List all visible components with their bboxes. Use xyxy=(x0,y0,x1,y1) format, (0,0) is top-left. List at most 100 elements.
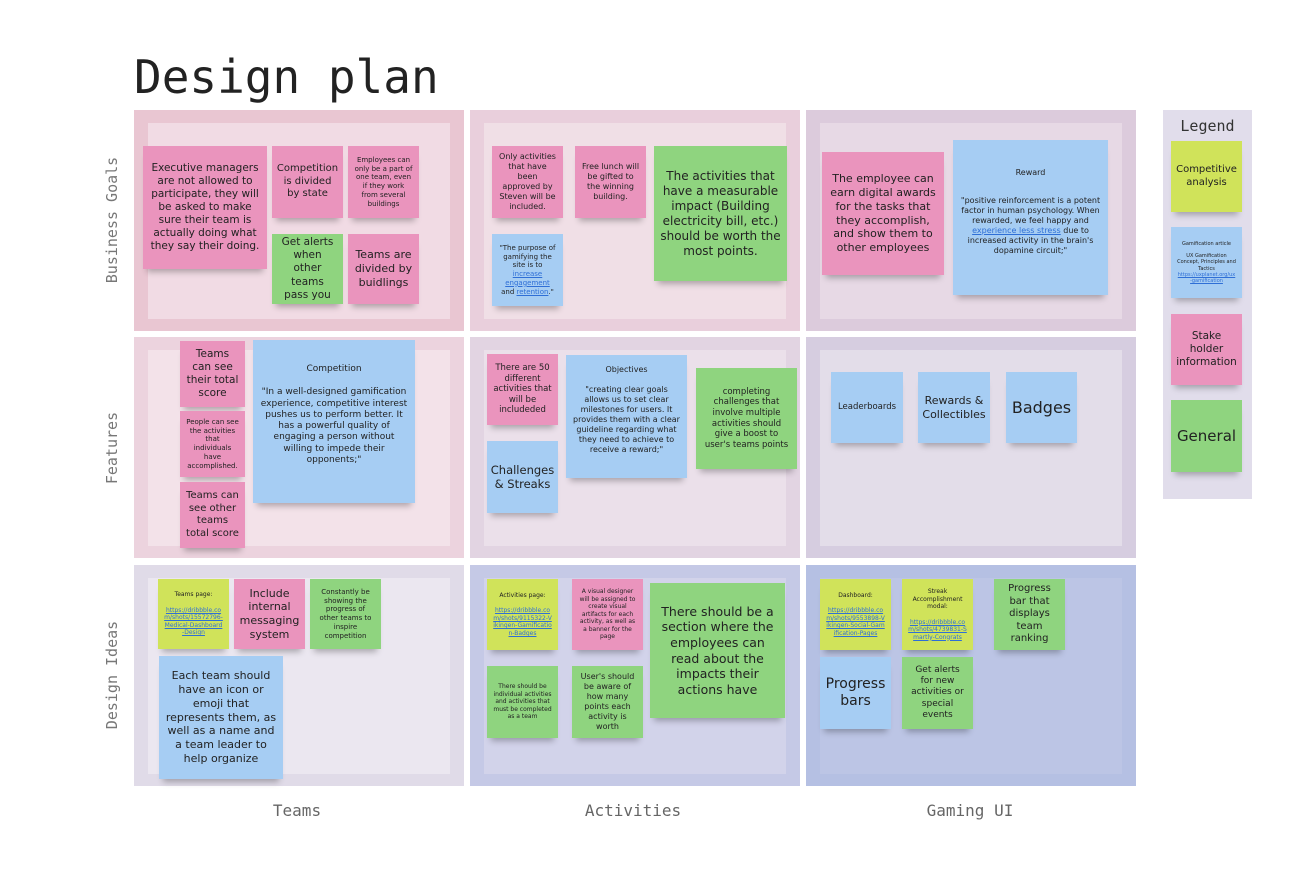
sticky-note[interactable]: Each team should have an icon or emoji t… xyxy=(159,656,283,779)
sticky-note[interactable]: Get alerts for new activities or special… xyxy=(902,657,973,729)
note-link[interactable]: https://dribbble.com/shots/4739831-Smart… xyxy=(908,618,967,641)
note-text: The activities that have a measurable im… xyxy=(660,168,781,258)
sticky-note[interactable]: The activities that have a measurable im… xyxy=(654,146,787,281)
sticky-note[interactable]: Challenges & Streaks xyxy=(487,441,558,513)
sticky-note[interactable]: There should be individual activities an… xyxy=(487,666,558,738)
column-label-activities: Activities xyxy=(584,801,682,820)
note-link[interactable]: experience less stress xyxy=(972,226,1061,235)
note-text: Competitive analysis xyxy=(1176,164,1237,188)
sticky-note[interactable]: Constantly be showing the progress of ot… xyxy=(310,579,381,649)
legend-item-article[interactable]: Gamification article UX Gamification Con… xyxy=(1171,227,1242,298)
note-text-part: and xyxy=(501,287,517,296)
note-text: Get alerts when other teams pass you xyxy=(281,236,334,301)
note-text: UX Gamification Concept, Principles and … xyxy=(1177,253,1236,272)
note-text: Free lunch will be gifted to the winning… xyxy=(581,162,640,201)
note-heading: Streak Accomplishment modal: xyxy=(912,588,963,610)
note-text: There should be individual activities an… xyxy=(493,683,552,721)
legend-item-general[interactable]: General xyxy=(1171,400,1242,472)
sticky-note[interactable]: Rewards & Collectibles xyxy=(918,372,990,443)
note-text: Constantly be showing the progress of ot… xyxy=(319,587,372,640)
sticky-note[interactable]: "The purpose of gamifying the site is to… xyxy=(492,234,563,306)
note-text: Teams can see their total score xyxy=(186,347,239,400)
note-heading: Teams page: xyxy=(174,591,213,599)
note-text: User's should be aware of how many point… xyxy=(580,672,635,731)
sticky-note[interactable]: Objectives "creating clear goals allows … xyxy=(566,355,687,478)
note-text: General xyxy=(1176,426,1237,445)
note-link[interactable]: https://dribbble.com/shots/9115322-Vikin… xyxy=(493,607,552,637)
note-text: Executive managers are not allowed to pa… xyxy=(150,161,260,253)
note-heading: Competition xyxy=(306,364,362,374)
note-text: Include internal messaging system xyxy=(239,586,300,641)
sticky-note[interactable]: Employees can only be a part of one team… xyxy=(348,146,419,218)
note-text: Progress bars xyxy=(825,675,886,710)
note-text: People can see the activities that indiv… xyxy=(186,417,239,470)
legend-item-stakeholder[interactable]: Stake holder information xyxy=(1171,314,1242,385)
sticky-note[interactable]: Dashboard: https://dribbble.com/shots/95… xyxy=(820,579,891,650)
sticky-note[interactable]: Competition "In a well-designed gamifica… xyxy=(253,340,415,503)
sticky-note[interactable]: Activities page: https://dribbble.com/sh… xyxy=(487,579,558,650)
row-label-design-ideas: Design Ideas xyxy=(103,620,121,730)
sticky-note[interactable]: A visual designer will be assigned to cr… xyxy=(572,579,643,650)
sticky-note[interactable]: The employee can earn digital awards for… xyxy=(822,152,944,275)
sticky-note[interactable]: Competition is divided by state xyxy=(272,146,343,218)
note-text: The employee can earn digital awards for… xyxy=(830,172,936,254)
sticky-note[interactable]: Badges xyxy=(1006,372,1077,443)
sticky-note[interactable]: Progress bars xyxy=(820,657,891,729)
sticky-note[interactable]: There are 50 different activities that w… xyxy=(487,354,558,425)
note-link[interactable]: https://uxplanet.org/ux-gamification xyxy=(1177,271,1236,284)
column-label-teams: Teams xyxy=(272,801,322,820)
sticky-note[interactable]: Teams can see other teams total score xyxy=(180,482,245,548)
sticky-note[interactable]: completing challenges that involve multi… xyxy=(696,368,797,469)
sticky-note[interactable]: Leaderboards xyxy=(831,372,903,443)
note-text: Each team should have an icon or emoji t… xyxy=(165,669,277,765)
cell-features-gaming xyxy=(806,337,1136,558)
note-text: "creating clear goals allows us to set c… xyxy=(573,385,680,454)
note-text: Progress bar that displays team ranking xyxy=(1008,583,1051,645)
note-text: Teams can see other teams total score xyxy=(186,490,239,539)
note-text-part: "The purpose of gamifying the site is to xyxy=(499,243,556,270)
sticky-note[interactable]: Executive managers are not allowed to pa… xyxy=(143,146,267,269)
note-link[interactable]: retention xyxy=(516,287,549,296)
note-text: Stake holder information xyxy=(1176,329,1237,369)
note-heading: Objectives xyxy=(605,365,648,374)
sticky-note[interactable]: People can see the activities that indiv… xyxy=(180,411,245,477)
sticky-note[interactable]: Teams can see their total score xyxy=(180,341,245,407)
sticky-note[interactable]: Streak Accomplishment modal: https://dri… xyxy=(902,579,973,650)
sticky-note[interactable]: Teams page: https://dribbble.com/shots/1… xyxy=(158,579,229,649)
note-text: A visual designer will be assigned to cr… xyxy=(579,588,636,641)
legend-item-competitive-analysis[interactable]: Competitive analysis xyxy=(1171,141,1242,212)
note-text: There are 50 different activities that w… xyxy=(493,362,552,416)
page-title: Design plan xyxy=(134,50,439,104)
sticky-note[interactable]: Progress bar that displays team ranking xyxy=(994,579,1065,650)
sticky-note[interactable]: Reward "positive reinforcement is a pote… xyxy=(953,140,1108,295)
note-text: "The purpose of gamifying the site is to… xyxy=(498,244,557,297)
sticky-note[interactable]: User's should be aware of how many point… xyxy=(572,666,643,738)
row-label-business-goals: Business Goals xyxy=(103,156,121,284)
legend-title: Legend xyxy=(1180,117,1235,135)
note-text: Competition is divided by state xyxy=(276,163,339,200)
note-heading: Gamification article xyxy=(1181,240,1231,247)
note-link[interactable]: https://dribbble.com/shots/15572796-Medi… xyxy=(164,606,223,637)
sticky-note[interactable]: Only activities that have been approved … xyxy=(492,146,563,218)
note-text: "positive reinforcement is a potent fact… xyxy=(959,196,1102,256)
sticky-note[interactable]: There should be a section where the empl… xyxy=(650,583,785,718)
note-link[interactable]: https://dribbble.com/shots/9553898-Vikin… xyxy=(826,607,885,637)
sticky-note[interactable]: Free lunch will be gifted to the winning… xyxy=(575,146,646,218)
note-text: There should be a section where the empl… xyxy=(661,603,774,697)
sticky-note[interactable]: Include internal messaging system xyxy=(234,579,305,649)
note-text: Badges xyxy=(1011,397,1072,417)
sticky-note[interactable]: Get alerts when other teams pass you xyxy=(272,234,343,304)
note-text: completing challenges that involve multi… xyxy=(704,386,789,450)
note-text: Teams are divided by buidlings xyxy=(354,248,413,289)
note-text: Employees can only be a part of one team… xyxy=(354,155,413,208)
note-text: Get alerts for new activities or special… xyxy=(911,664,964,720)
note-heading: Reward xyxy=(1015,168,1046,177)
note-text: Rewards & Collectibles xyxy=(922,393,986,421)
note-text-part: "positive reinforcement is a potent fact… xyxy=(960,196,1101,225)
row-label-features: Features xyxy=(103,411,121,485)
sticky-note[interactable]: Teams are divided by buidlings xyxy=(348,234,419,304)
note-link[interactable]: increase engagement xyxy=(505,270,550,287)
column-label-gaming-ui: Gaming UI xyxy=(926,801,1014,820)
note-text: Only activities that have been approved … xyxy=(499,152,556,211)
note-heading: Activities page: xyxy=(499,591,546,599)
